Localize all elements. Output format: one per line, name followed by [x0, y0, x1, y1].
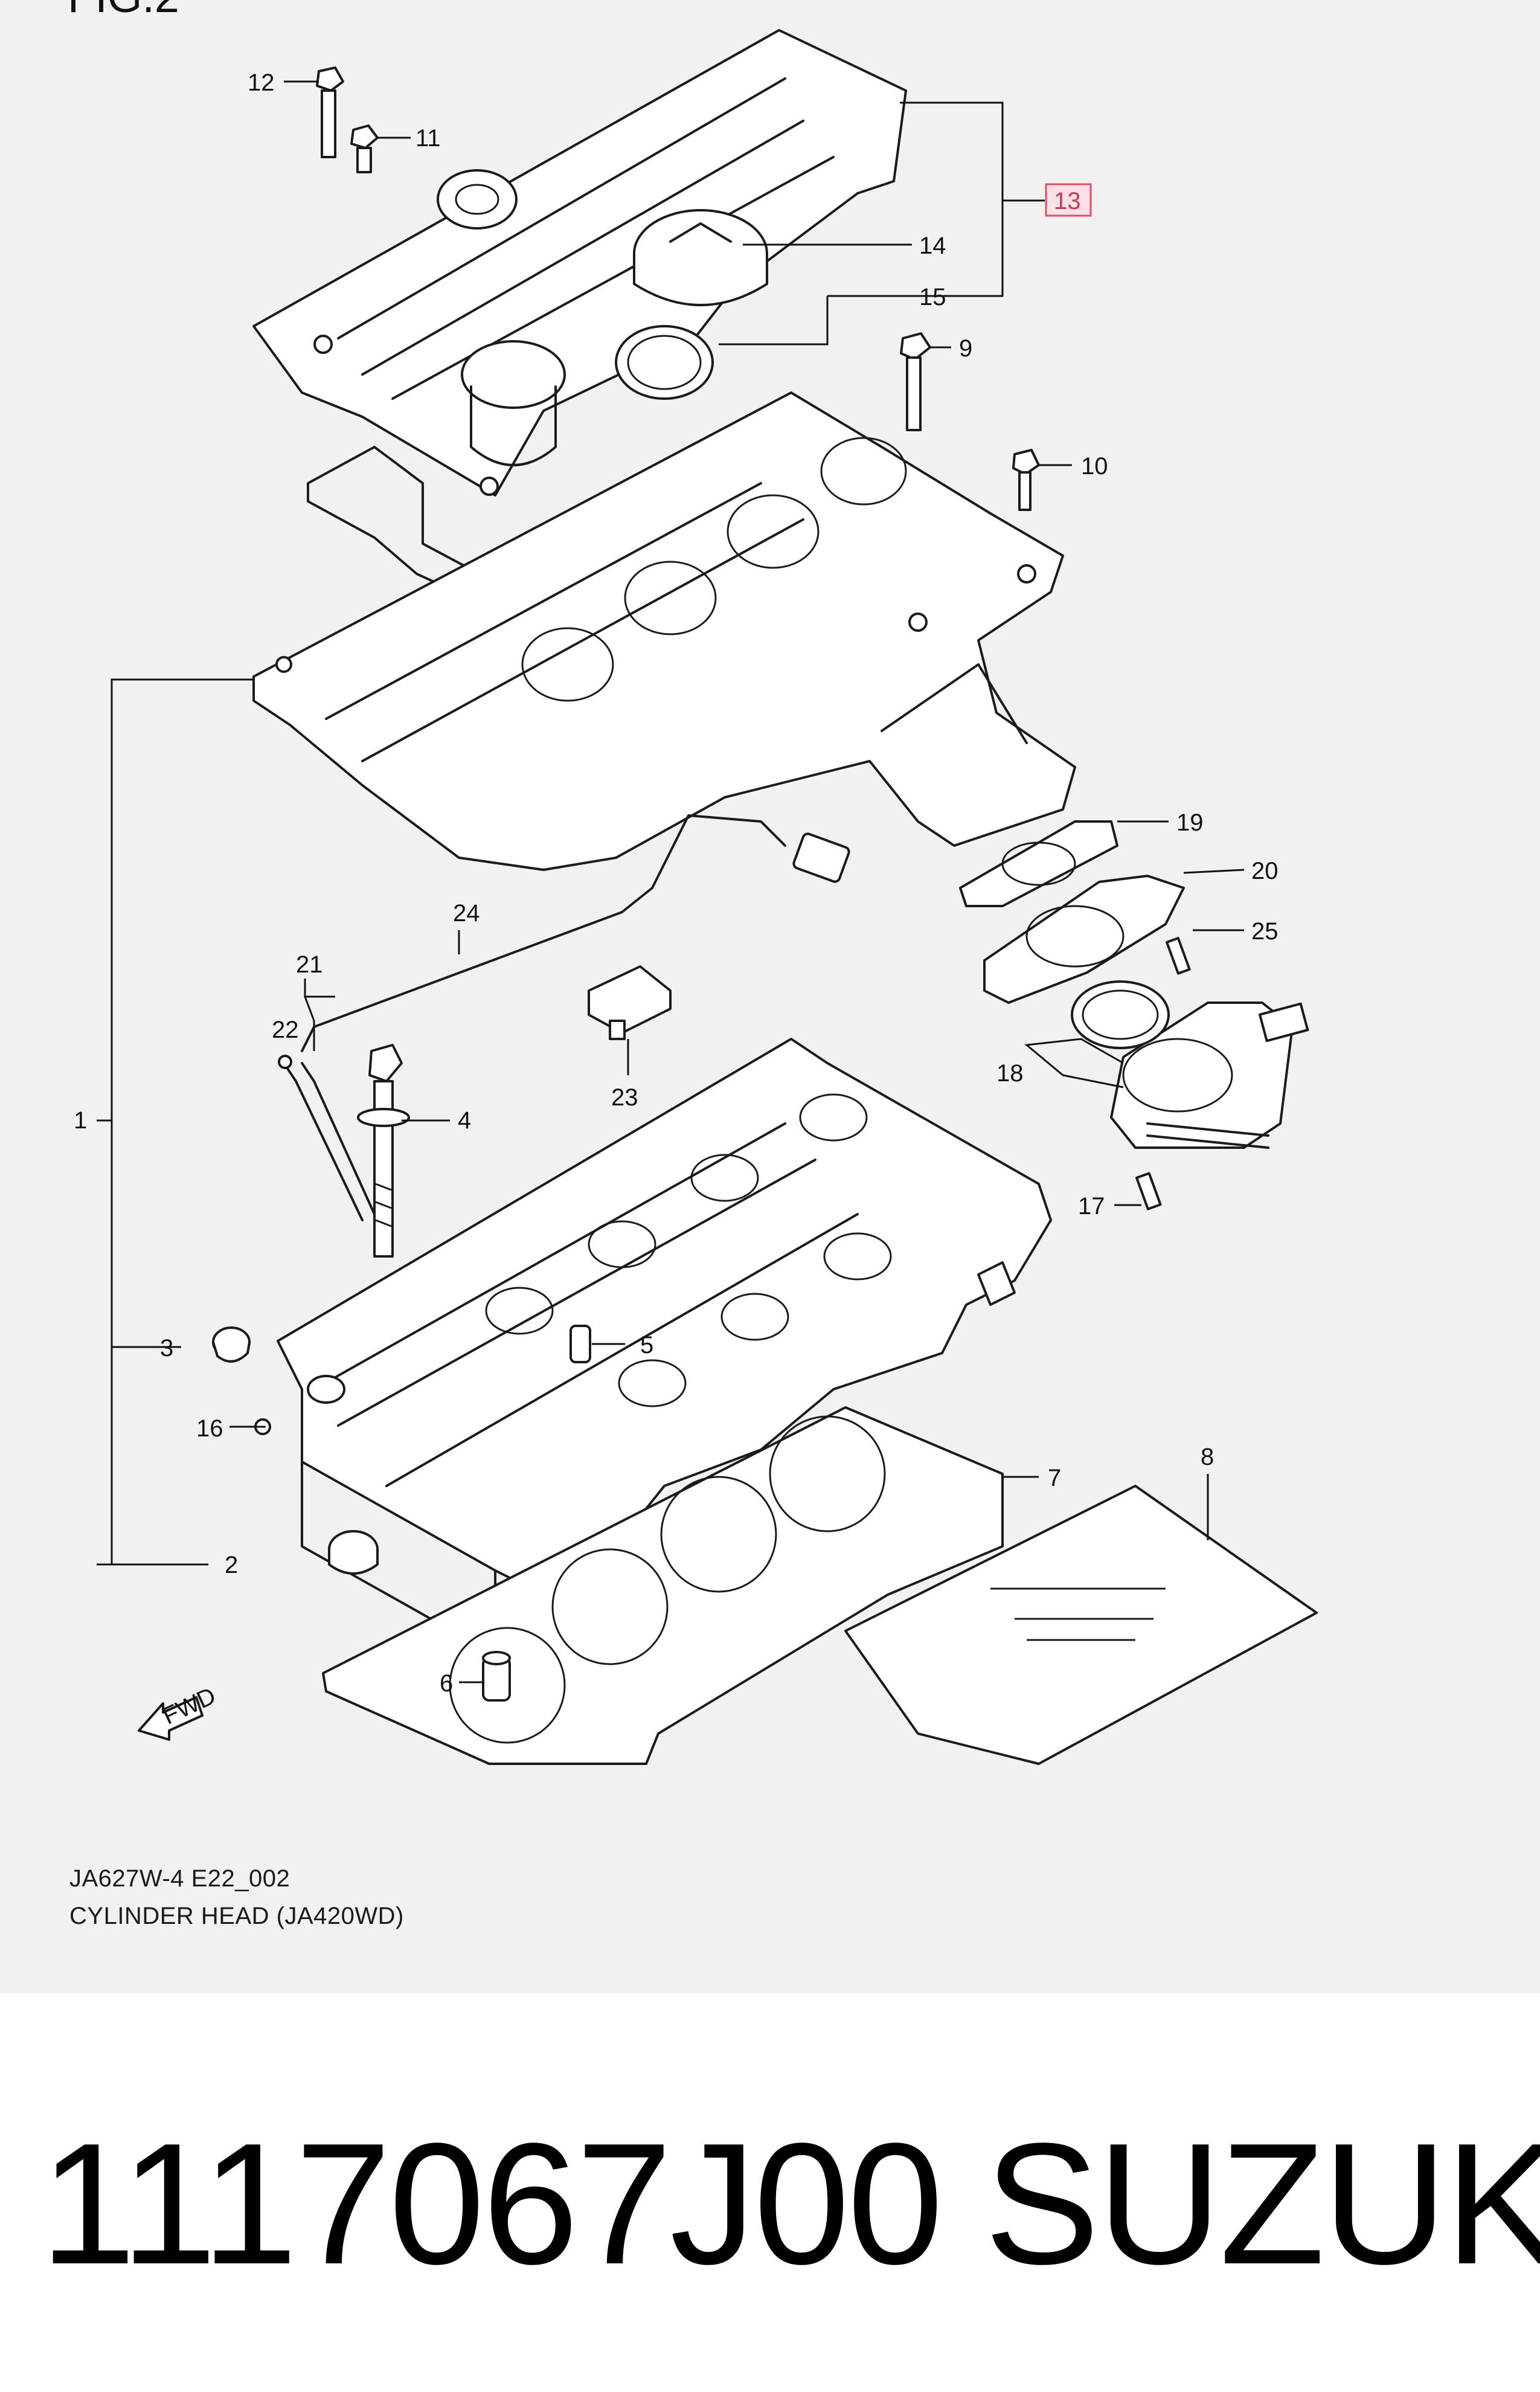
bolt-25: [1166, 937, 1191, 975]
gasket-kit-bag: [844, 1485, 1318, 1765]
callout-25: 25: [1251, 918, 1279, 945]
cylinder-head-bolt: [357, 1044, 410, 1258]
plug-2: [328, 1530, 379, 1575]
callout-10: 10: [1081, 453, 1108, 480]
cylinder-head-cover: [252, 29, 907, 497]
throttle-adapter: [983, 875, 1185, 1004]
callout-5: 5: [640, 1332, 653, 1358]
glow-plug-nut: [278, 1055, 292, 1069]
callout-7: 7: [1048, 1465, 1061, 1491]
callout-24: 24: [453, 900, 480, 927]
throttle-o-ring: [1071, 980, 1170, 1049]
callout-20: 20: [1251, 858, 1279, 884]
callout-21: 21: [296, 951, 323, 978]
callout-13: 13: [1054, 188, 1081, 214]
callout-labels: 1 2 3 4 5 6 7 8 9 10 11 12 13 14 15 16 1…: [74, 69, 1279, 1697]
brand-name: SUZUKI: [984, 2107, 1540, 2300]
callout-14: 14: [919, 233, 946, 259]
listing-band: [0, 1993, 1540, 2392]
callout-22: 22: [272, 1017, 299, 1043]
bolt-11: [350, 124, 379, 173]
callout-16: 16: [196, 1415, 223, 1442]
callout-18: 18: [996, 1060, 1024, 1087]
figure-title: FIG.2: [68, 0, 179, 22]
callout-8: 8: [1201, 1444, 1214, 1470]
callout-9: 9: [959, 335, 972, 362]
callout-15: 15: [919, 284, 946, 310]
bolt-10: [1012, 449, 1040, 511]
glow-plug: [283, 1062, 376, 1221]
callout-17: 17: [1078, 1193, 1105, 1220]
exploded-parts-diagram: FWD 1 2 3 4 5 6 7 8 9: [74, 29, 1318, 1765]
leader-lines: [97, 80, 1245, 1683]
callout-1: 1: [74, 1107, 87, 1134]
harness-connector: [792, 832, 850, 883]
callout-19: 19: [1176, 809, 1204, 836]
bolt-9: [900, 332, 931, 431]
oil-filler-cap: [633, 209, 768, 306]
callout-11: 11: [415, 125, 441, 152]
callout-6: 6: [440, 1670, 453, 1697]
sensor-bracket: [588, 965, 672, 1040]
fwd-arrow-icon: FWD: [138, 1682, 220, 1741]
intake-manifold: [252, 391, 1076, 871]
diagram-code: JA627W-4 E22_002: [69, 1865, 290, 1892]
callout-2: 2: [225, 1552, 238, 1578]
callout-13-highlight-box: [1045, 183, 1092, 217]
throttle-body: [1110, 1001, 1309, 1149]
oil-filler-seal: [615, 325, 714, 400]
diagram-caption: CYLINDER HEAD (JA420WD): [69, 1903, 404, 1929]
dowel-5: [569, 1325, 591, 1363]
callout-12: 12: [248, 69, 275, 96]
callout-23: 23: [611, 1084, 638, 1111]
part-number: 1117067J00: [40, 2107, 943, 2300]
tappet: [482, 1651, 511, 1702]
plug-3: [212, 1326, 251, 1363]
throttle-gasket: [959, 820, 1118, 907]
callout-4: 4: [458, 1107, 471, 1134]
bolt-12: [316, 66, 344, 158]
bolt-17: [1135, 1172, 1162, 1210]
callout-3: 3: [160, 1335, 173, 1362]
